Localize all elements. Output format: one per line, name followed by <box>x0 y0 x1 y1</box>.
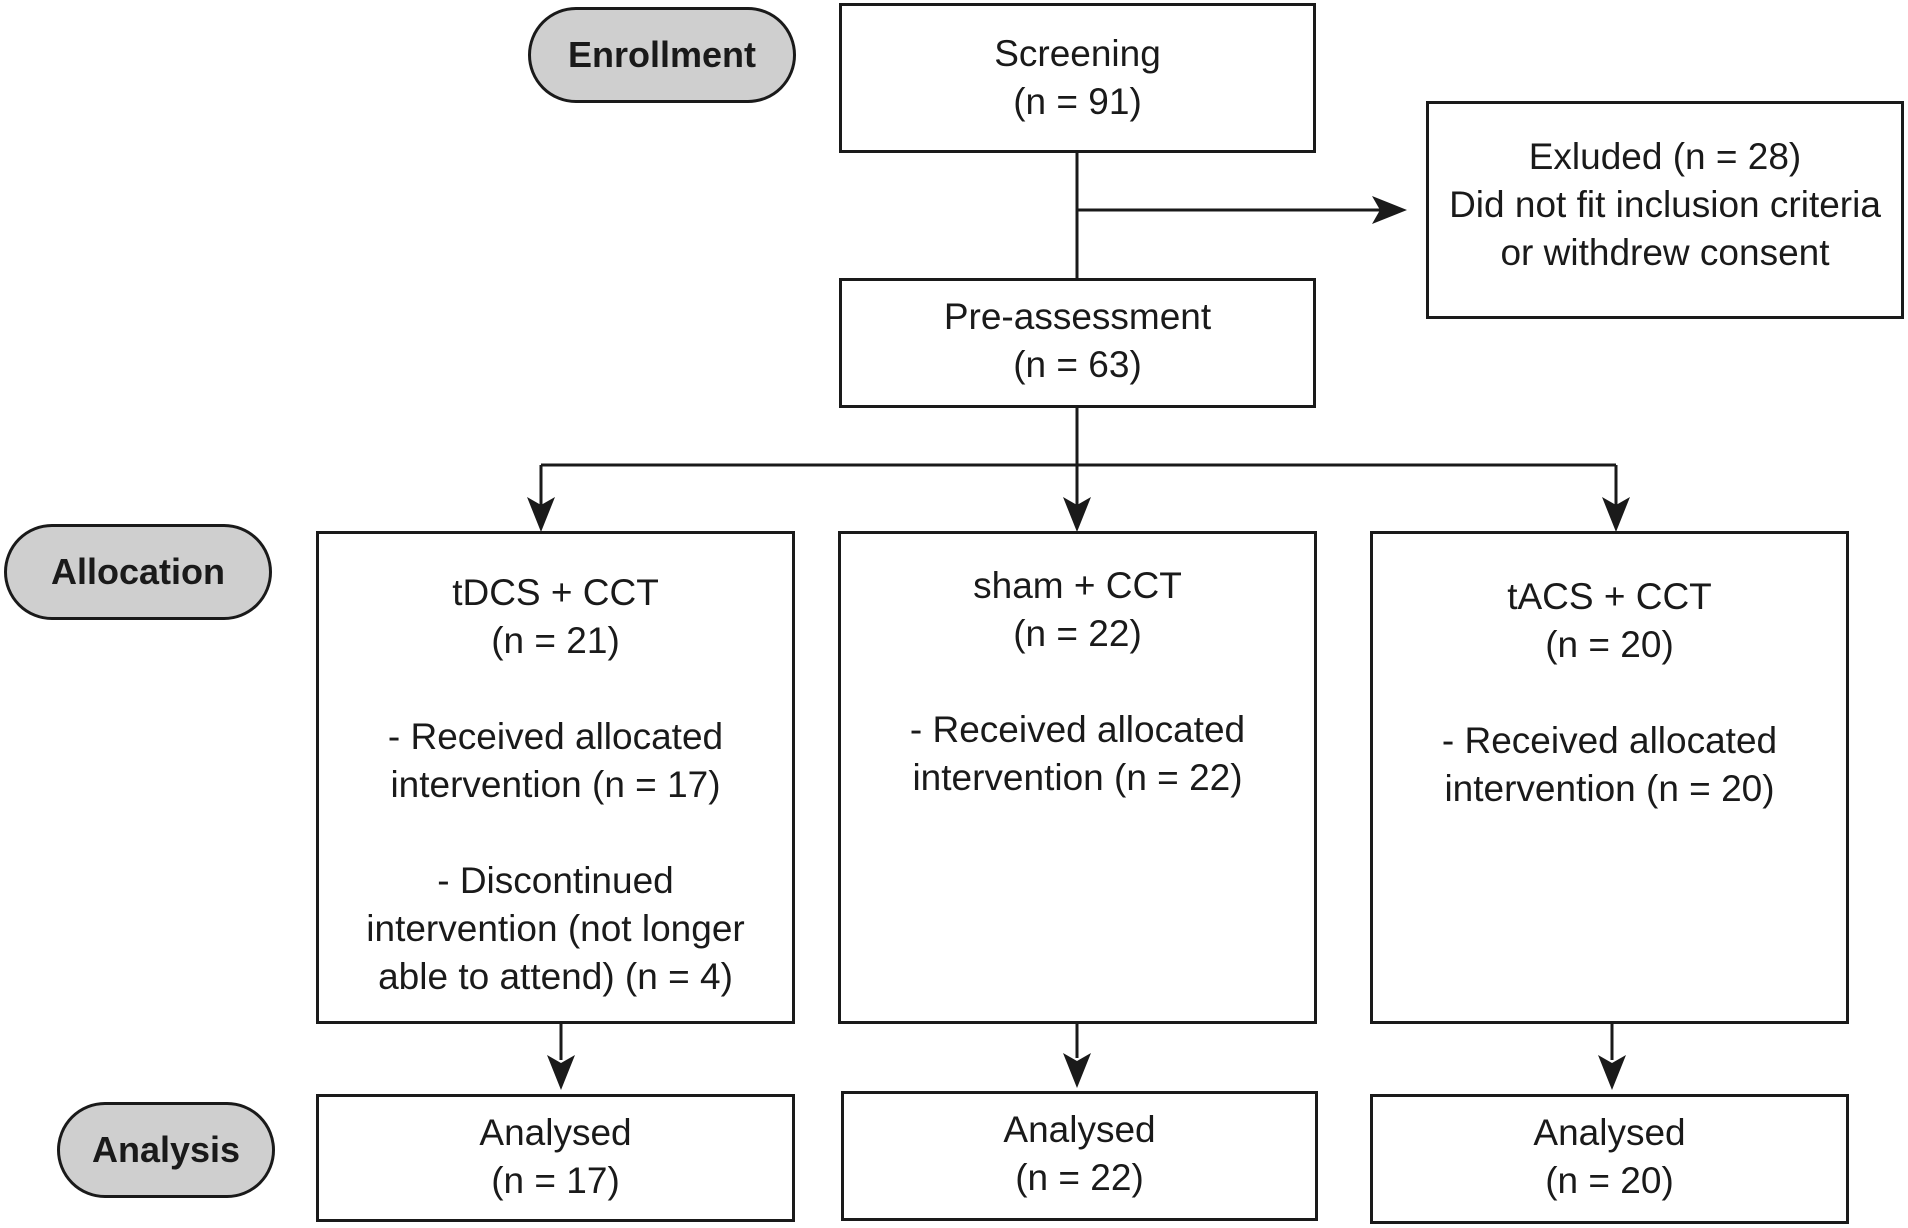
stage-analysis-label: Analysis <box>91 1129 241 1170</box>
arrowhead-excluded <box>1372 196 1407 224</box>
arrowhead-arm-sham <box>1063 497 1091 532</box>
pre-assessment-title: Pre-assessment <box>943 296 1212 337</box>
arm-tdcs-discontinued-3: able to attend) (n = 4) <box>378 956 733 997</box>
analysed-tacs-title: Analysed <box>1533 1112 1686 1153</box>
analysed-sham-count: (n = 22) <box>1015 1157 1144 1198</box>
analysed-sham-box: Analysed (n = 22) <box>841 1091 1318 1221</box>
stage-allocation: Allocation <box>4 524 272 620</box>
stage-enrollment: Enrollment <box>528 7 796 103</box>
pre-assessment-box: Pre-assessment (n = 63) <box>839 278 1316 408</box>
analysed-tacs-box: Analysed (n = 20) <box>1370 1094 1849 1224</box>
arm-tacs-title: tACS + CCT <box>1507 576 1712 617</box>
arrowhead-analysed-tdcs <box>547 1055 575 1090</box>
arm-tacs-box: tACS + CCT (n = 20) - Received allocated… <box>1370 531 1849 1024</box>
arm-sham-received-2: intervention (n = 22) <box>912 757 1243 798</box>
analysed-tdcs-box: Analysed (n = 17) <box>316 1094 795 1222</box>
stage-enrollment-label: Enrollment <box>567 34 756 75</box>
screening-count: (n = 91) <box>1013 81 1142 122</box>
stage-allocation-label: Allocation <box>50 551 225 592</box>
arm-tdcs-received-1: - Received allocated <box>387 716 724 757</box>
stage-analysis: Analysis <box>57 1102 275 1198</box>
arm-sham-box: sham + CCT (n = 22) - Received allocated… <box>838 531 1317 1024</box>
arm-tdcs-title: tDCS + CCT <box>452 572 659 613</box>
analysed-tdcs-title: Analysed <box>479 1112 632 1153</box>
arm-tacs-count: (n = 20) <box>1545 624 1674 665</box>
arm-tacs-received-1: - Received allocated <box>1441 720 1778 761</box>
arm-tdcs-received-2: intervention (n = 17) <box>390 764 721 805</box>
arm-tdcs-count: (n = 21) <box>491 620 620 661</box>
screening-box: Screening (n = 91) <box>839 3 1316 153</box>
arm-sham-title: sham + CCT <box>973 565 1182 606</box>
screening-title: Screening <box>994 33 1161 74</box>
arm-tdcs-discontinued-1: - Discontinued <box>437 860 674 901</box>
arm-tacs-received-2: intervention (n = 20) <box>1444 768 1775 809</box>
arm-sham-count: (n = 22) <box>1013 613 1142 654</box>
arm-tdcs-discontinued-2: intervention (not longer <box>366 908 745 949</box>
arrowhead-arm-tdcs <box>527 497 555 532</box>
analysed-tdcs-count: (n = 17) <box>491 1160 620 1201</box>
pre-assessment-count: (n = 63) <box>1013 344 1142 385</box>
arrowhead-analysed-sham <box>1063 1053 1091 1088</box>
arm-tdcs-box: tDCS + CCT (n = 21) - Received allocated… <box>316 531 795 1024</box>
analysed-sham-title: Analysed <box>1003 1109 1156 1150</box>
excluded-box: Exluded (n = 28) Did not fit inclusion c… <box>1426 101 1904 319</box>
excluded-reason-2: or withdrew consent <box>1500 232 1830 273</box>
arm-sham-received-1: - Received allocated <box>909 709 1246 750</box>
arrowhead-arm-tacs <box>1602 497 1630 532</box>
excluded-count: Exluded (n = 28) <box>1528 136 1802 177</box>
analysed-tacs-count: (n = 20) <box>1545 1160 1674 1201</box>
arrowhead-analysed-tacs <box>1598 1055 1626 1090</box>
excluded-reason-1: Did not fit inclusion criteria <box>1449 184 1881 225</box>
